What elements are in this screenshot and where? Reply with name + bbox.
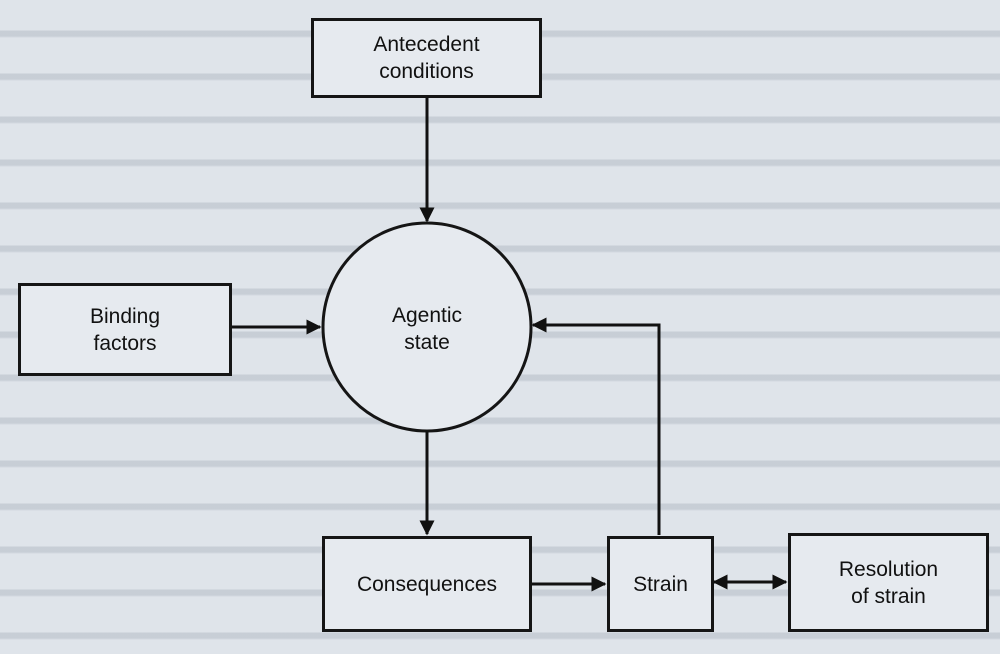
arrow-strain-to-agentic [531,317,661,535]
node-antecedent-conditions: Antecedent conditions [311,18,542,98]
node-resolution-of-strain-label: Resolution of strain [838,557,939,608]
node-antecedent-conditions-label: Antecedent conditions [373,33,480,83]
node-strain-label: Strain [633,572,688,596]
node-resolution-of-strain: Resolution of strain [788,533,989,632]
node-consequences-label: Consequences [356,572,498,596]
node-consequences: Consequences [322,536,532,632]
node-strain: Strain [607,536,714,632]
node-binding-factors-label: Binding factors [89,304,161,355]
node-agentic-state-label: Agentic state [391,304,463,354]
node-binding-factors: Binding factors [18,283,232,376]
